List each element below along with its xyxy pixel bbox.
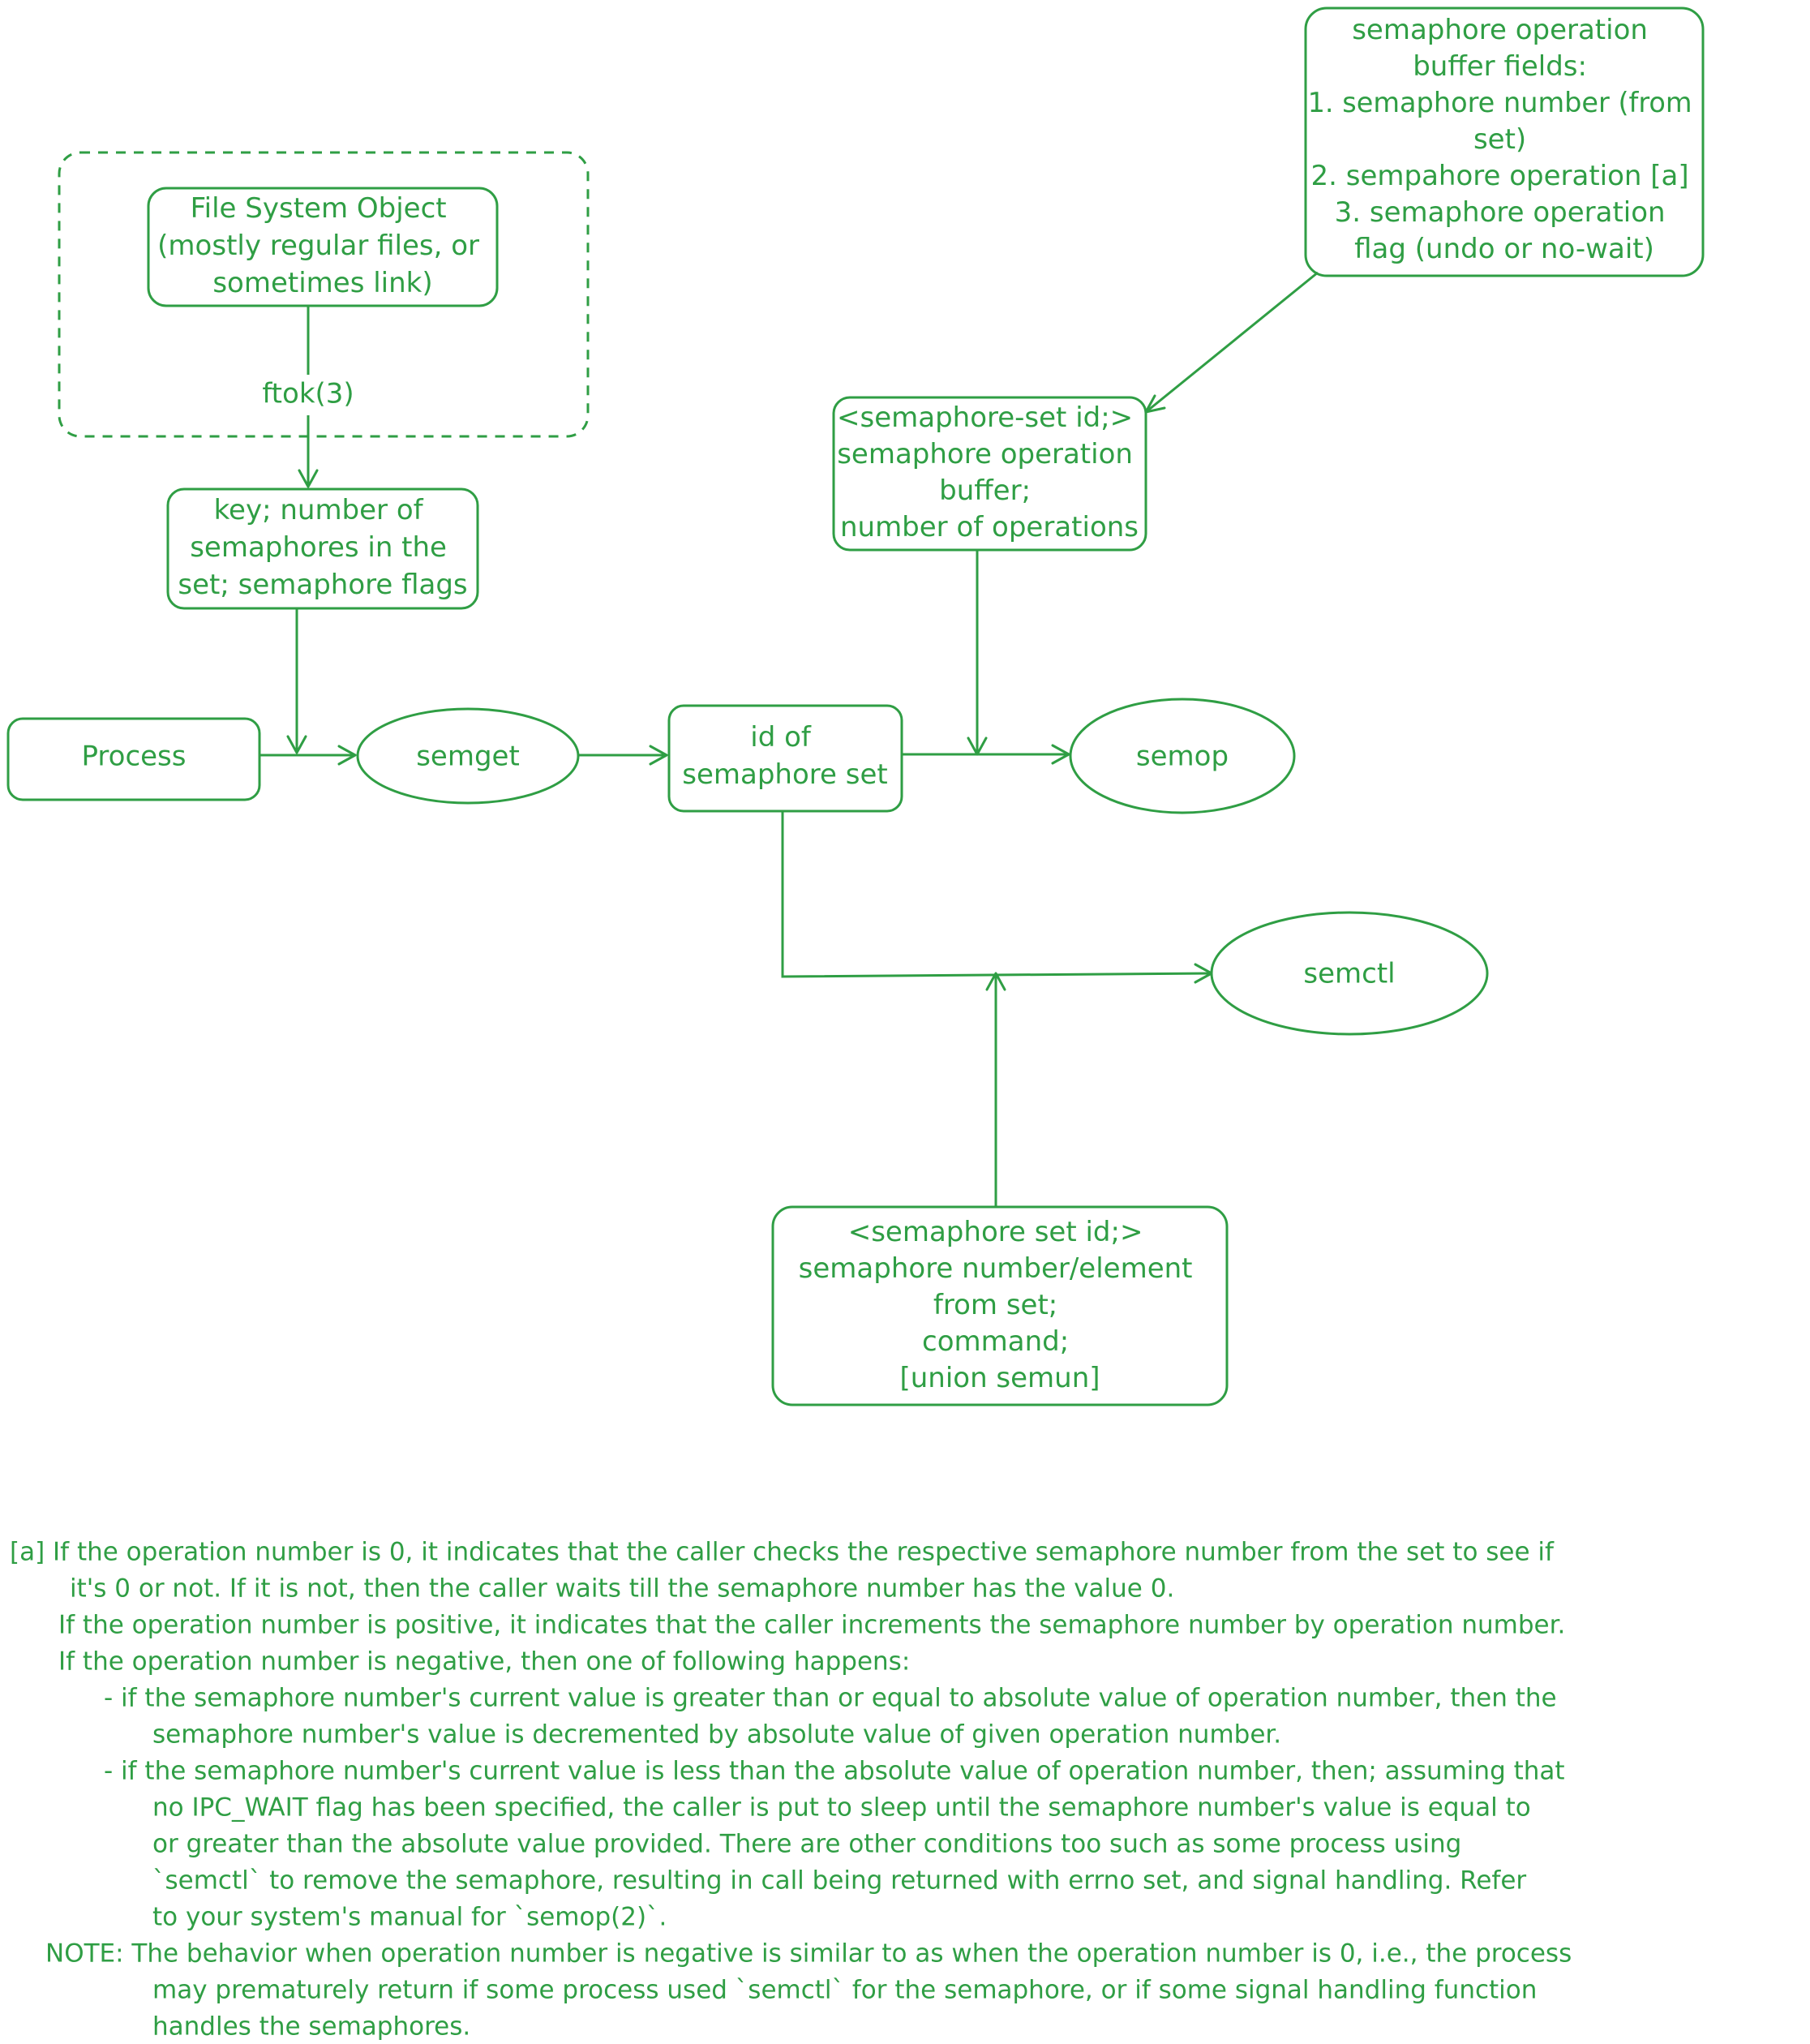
arrowhead: [1144, 394, 1166, 414]
edge-sembuf-to-semop-args: [1145, 271, 1319, 414]
footnote-line: or greater than the absolute value provi…: [152, 1830, 1461, 1859]
semaphore-set-id-line: id of: [750, 721, 812, 754]
semctl-label: semctl: [1303, 958, 1395, 990]
footnote-line: If the operation number is negative, the…: [58, 1647, 910, 1677]
footnote-line: If the operation number is positive, it …: [58, 1611, 1565, 1640]
arrowhead: [1051, 744, 1070, 765]
sembuf-fields-line: 2. sempahore operation [a]: [1311, 160, 1689, 192]
arrowhead: [967, 736, 988, 756]
semget-node: semget: [356, 707, 580, 805]
sembuf-fields-node: semaphore operation buffer fields: 1. se…: [1304, 6, 1705, 277]
footnote-line: it's 0 or not. If it is not, then the ca…: [70, 1574, 1174, 1604]
arrowhead: [286, 735, 307, 754]
process-node: Process: [6, 717, 261, 801]
footnote-line: NOTE: The behavior when operation number…: [45, 1939, 1572, 1969]
file-system-object-node: File System Object (mostly regular files…: [147, 187, 499, 307]
semop-args-line: semaphore operation: [837, 438, 1133, 470]
footnote-line: - if the semaphore number's current valu…: [104, 1757, 1565, 1786]
ftok-label: ftok(3): [262, 378, 354, 410]
file-system-object-line: sometimes link): [212, 267, 432, 299]
arrowhead: [649, 745, 668, 766]
file-system-object-line: File System Object: [191, 192, 447, 225]
arrowhead: [298, 469, 319, 488]
semget-label: semget: [416, 741, 520, 773]
footnote-line: handles the semaphores.: [152, 2012, 470, 2042]
semget-args-line: set; semaphore flags: [178, 569, 467, 601]
sembuf-fields-line: flag (undo or no-wait): [1354, 233, 1654, 265]
semctl-args-line: from set;: [933, 1289, 1057, 1321]
sembuf-fields-line: set): [1473, 123, 1526, 156]
ftok-group-frame: [58, 151, 590, 438]
semop-args-line: number of operations: [840, 511, 1139, 543]
semget-args-line: key; number of: [214, 494, 424, 526]
semctl-args-line: [union semun]: [899, 1362, 1100, 1394]
footnote-line: to your system's manual for `semop(2)`.: [152, 1903, 667, 1932]
process-label: Process: [82, 741, 187, 773]
svg-text:<semaphore set id;> sema: <semaphore set id;> semaphore number/ele…: [799, 1216, 1202, 1394]
footnote-line: [a] If the operation number is 0, it ind…: [10, 1538, 1555, 1567]
semget-args-line: semaphores in the: [190, 531, 447, 564]
footnote-line: semaphore number's value is decremented …: [152, 1720, 1281, 1750]
svg-text:<semaphore-set id;> sema: <semaphore-set id;> semaphore operation …: [837, 402, 1142, 543]
footnote-line: may prematurely return if some process u…: [152, 1976, 1537, 2005]
sembuf-fields-line: 3. semaphore operation: [1335, 196, 1666, 229]
semop-args-line: buffer;: [939, 474, 1031, 507]
semaphore-set-id-node: id of semaphore set: [667, 704, 903, 813]
file-system-object-line: (mostly regular files, or: [157, 230, 479, 262]
semctl-args-line: command;: [922, 1325, 1069, 1358]
svg-text:File System Object (most: File System Object (mostly regular files…: [157, 192, 488, 299]
semctl-args-line: <semaphore set id;>: [848, 1216, 1143, 1248]
svg-text:id of semaphore set: id of semaphore set: [682, 721, 887, 791]
semget-args-node: key; number of semaphores in the set; se…: [166, 487, 479, 610]
arrowhead: [985, 972, 1006, 991]
footnote-line: - if the semaphore number's current valu…: [104, 1684, 1557, 1713]
edge-set-id-to-semctl: [781, 811, 1212, 978]
semctl-node: semctl: [1210, 911, 1489, 1036]
footnote: [a] If the operation number is 0, it ind…: [10, 1538, 1572, 2042]
semctl-args-line: semaphore number/element: [799, 1252, 1193, 1285]
sembuf-fields-line: semaphore operation: [1352, 14, 1648, 46]
footnote-line: `semctl` to remove the semaphore, result…: [152, 1866, 1526, 1896]
sembuf-fields-line: buffer fields:: [1413, 50, 1587, 83]
svg-text:key; number of semaphore: key; number of semaphores in the set; se…: [178, 494, 467, 601]
arrowhead: [337, 745, 357, 766]
semop-args-line: <semaphore-set id;>: [837, 402, 1133, 434]
semop-node: semop: [1069, 698, 1296, 814]
sembuf-fields-line: 1. semaphore number (from: [1308, 87, 1692, 119]
semaphore-set-id-line: semaphore set: [682, 758, 887, 791]
semop-args-node: <semaphore-set id;> semaphore operation …: [832, 396, 1147, 552]
semop-label: semop: [1136, 741, 1229, 773]
footnote-line: no IPC_WAIT flag has been specified, the…: [152, 1793, 1531, 1823]
svg-text:semaphore operation buff: semaphore operation buffer fields: 1. se…: [1308, 14, 1701, 265]
semctl-args-node: <semaphore set id;> semaphore number/ele…: [771, 1205, 1229, 1406]
